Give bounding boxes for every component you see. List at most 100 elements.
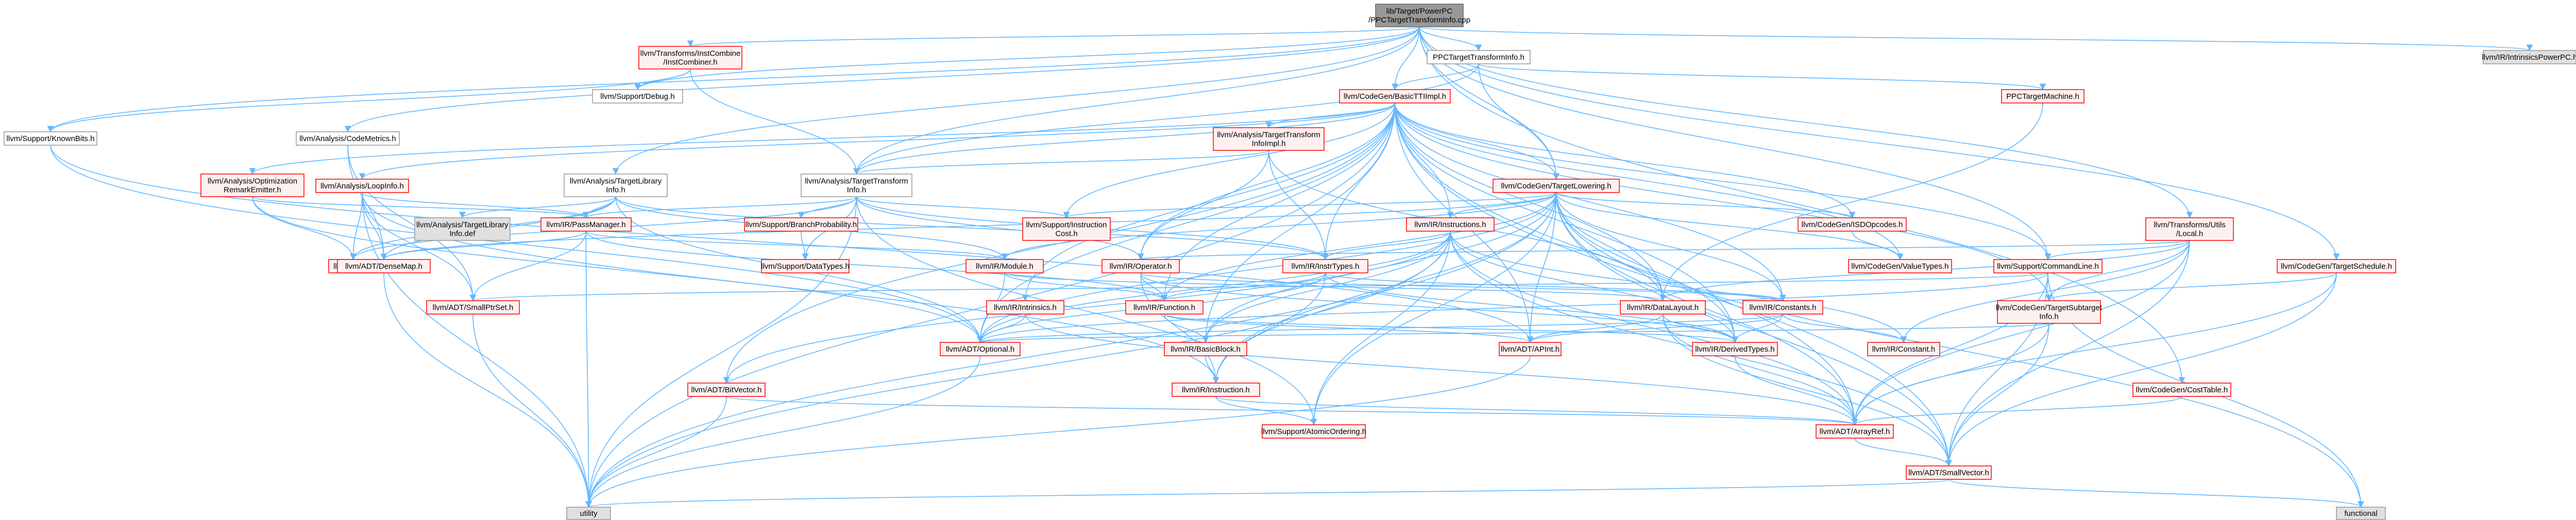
edge-tti-to-passmgr (583, 196, 857, 219)
edge-subtarget-to-smallvector (1945, 323, 2049, 467)
node-ppctm[interactable]: PPCTargetMachine.h (2001, 89, 2084, 103)
node-derivedtypes[interactable]: llvm/IR/DerivedTypes.h (1692, 342, 1778, 356)
node-box-codemetrics (296, 131, 400, 146)
node-constant[interactable]: llvm/IR/Constant.h (1867, 342, 1940, 356)
node-isdopcodes[interactable]: llvm/CodeGen/ISDOpcodes.h (1798, 217, 1907, 232)
node-cmdline[interactable]: llvm/Support/CommandLine.h (1993, 259, 2103, 273)
node-tschedule[interactable]: llvm/CodeGen/TargetSchedule.h (2277, 259, 2396, 273)
edge-tlowering-to-smallvector (1555, 192, 1952, 467)
node-basictti[interactable]: llvm/CodeGen/BasicTTIImpl.h (1339, 89, 1451, 103)
node-valuetypes[interactable]: llvm/CodeGen/ValueTypes.h (1848, 259, 1952, 273)
edge-tli-to-insttypes (615, 196, 1329, 261)
edge-tlowering-to-derivedtypes (1555, 192, 1738, 343)
node-instructions[interactable]: llvm/IR/Instructions.h (1406, 217, 1495, 232)
node-box-operator (1101, 259, 1180, 273)
node-utility: utility (566, 507, 611, 520)
node-intrinsics[interactable]: llvm/IR/Intrinsics.h (986, 300, 1064, 315)
node-codemetrics[interactable]: llvm/Analysis/CodeMetrics.h (296, 131, 400, 146)
edge-tlowering-to-functional (1555, 192, 2364, 508)
node-instcomb[interactable]: llvm/Transforms/InstCombine/InstCombiner… (638, 46, 742, 70)
node-label-utilslocal-0: llvm/Transforms/Utils (2154, 221, 2225, 230)
node-arrayref[interactable]: llvm/ADT/ArrayRef.h (1816, 424, 1894, 439)
node-box-constants (1742, 300, 1823, 315)
node-label-tlidef-0: llvm/Analysis/TargetLibrary (416, 221, 509, 230)
node-box-basicblock (1164, 342, 1247, 356)
edge-utilslocal-to-subtarget (2045, 240, 2190, 302)
node-utilslocal[interactable]: llvm/Transforms/Utils/Local.h (2145, 217, 2234, 241)
edge-tschedule-to-subtarget (2045, 272, 2337, 302)
node-debug[interactable]: llvm/Support/Debug.h (592, 89, 683, 103)
edge-basictti-to-tlowering (1394, 102, 1560, 180)
node-box-tlowering (1493, 179, 1620, 193)
node-box-utility (566, 507, 611, 520)
node-knownbits[interactable]: llvm/Support/KnownBits.h (4, 131, 97, 146)
edge-ppctti-to-basictti (1392, 63, 1479, 91)
node-tti[interactable]: llvm/Analysis/TargetTransformInfo.h (801, 174, 912, 197)
node-label-optremark-0: llvm/Analysis/Optimization (208, 177, 297, 186)
node-box-tlidef (414, 217, 511, 241)
node-datalayout[interactable]: llvm/IR/DataLayout.h (1620, 300, 1706, 315)
edge-cmdline-to-smallptrset (470, 272, 2048, 302)
node-atomicordering[interactable]: llvm/Support/AtomicOrdering.h (1261, 424, 1366, 439)
node-optional[interactable]: llvm/ADT/Optional.h (940, 342, 1021, 356)
node-bitvector[interactable]: llvm/ADT/BitVector.h (687, 383, 766, 397)
edge-basictti-to-instructions (1394, 102, 1454, 219)
edge-root-to-basictti (1392, 26, 1420, 91)
node-box-tli (564, 174, 668, 197)
node-tlowering[interactable]: llvm/CodeGen/TargetLowering.h (1493, 179, 1620, 193)
edge-ttiimpl-to-tti (853, 150, 1269, 175)
node-instruction[interactable]: llvm/IR/Instruction.h (1172, 383, 1260, 397)
edge-root-to-costtable (1419, 26, 2185, 384)
node-costtable[interactable]: llvm/CodeGen/CostTable.h (2132, 383, 2231, 397)
node-label-operator-0: llvm/IR/Operator.h (1110, 262, 1172, 271)
node-passmgr[interactable]: llvm/IR/PassManager.h (540, 217, 632, 232)
node-box-instcost (1022, 217, 1111, 241)
edge-subtarget-to-optional (977, 323, 2049, 343)
node-label-tli-0: llvm/Analysis/TargetLibrary (570, 177, 662, 186)
node-label-knownbits-0: llvm/Support/KnownBits.h (7, 134, 95, 143)
edge-loopinfo-to-pass (350, 192, 363, 261)
node-basicblock[interactable]: llvm/IR/BasicBlock.h (1164, 342, 1247, 356)
node-box-costtable (2132, 383, 2231, 397)
node-label-constants-0: llvm/IR/Constants.h (1749, 303, 1816, 312)
node-intrppc: llvm/IR/IntrinsicsPowerPC.h (2482, 50, 2576, 64)
node-constants[interactable]: llvm/IR/Constants.h (1742, 300, 1823, 315)
edge-datalayout-to-smallvector (1662, 314, 1952, 467)
node-box-function (1125, 300, 1204, 315)
node-loopinfo[interactable]: llvm/Analysis/LoopInfo.h (315, 179, 409, 193)
node-box-arrayref (1816, 424, 1894, 439)
node-functional: functional (2336, 507, 2386, 520)
edge-isdopcodes-to-valuetypes (1852, 231, 1904, 261)
node-box-ttiimpl (1213, 127, 1325, 151)
node-box-utilslocal (2145, 217, 2234, 241)
node-box-debug (592, 89, 683, 103)
node-densemap[interactable]: llvm/ADT/DenseMap.h (337, 259, 431, 273)
edge-optremark-to-pass (252, 196, 357, 261)
edge-operator-to-derivedtypes (1140, 272, 1738, 343)
edge-module-to-datalayout (1004, 272, 1666, 302)
node-smallvector[interactable]: llvm/ADT/SmallVector.h (1906, 465, 1992, 480)
node-apint[interactable]: llvm/ADT/APInt.h (1499, 342, 1562, 356)
node-insttypes[interactable]: llvm/IR/InstrTypes.h (1282, 259, 1368, 273)
node-function[interactable]: llvm/IR/Function.h (1125, 300, 1204, 315)
edge-function-to-apint (1164, 314, 1534, 343)
node-ppctti[interactable]: PPCTargetTransformInfo.h (1427, 50, 1531, 64)
edge-basictti-to-smallvector (1394, 102, 1952, 467)
edge-tti-to-atomicordering (856, 196, 1317, 426)
node-optremark[interactable]: llvm/Analysis/OptimizationRemarkEmitter.… (200, 174, 304, 197)
node-operator[interactable]: llvm/IR/Operator.h (1101, 259, 1180, 273)
node-module[interactable]: llvm/IR/Module.h (965, 259, 1044, 273)
edge-knownbits-to-apint (50, 145, 1534, 343)
node-box-datatypes (761, 259, 850, 273)
node-smallptrset[interactable]: llvm/ADT/SmallPtrSet.h (426, 300, 520, 315)
node-label-isdopcodes-0: llvm/CodeGen/ISDOpcodes.h (1802, 220, 1903, 229)
node-label-tlidef-1: Info.def (449, 230, 476, 238)
node-branchprob[interactable]: llvm/Support/BranchProbability.h (744, 217, 858, 232)
edge-instcomb-to-knownbits (47, 68, 691, 133)
node-datatypes[interactable]: llvm/Support/DataTypes.h (761, 259, 850, 273)
